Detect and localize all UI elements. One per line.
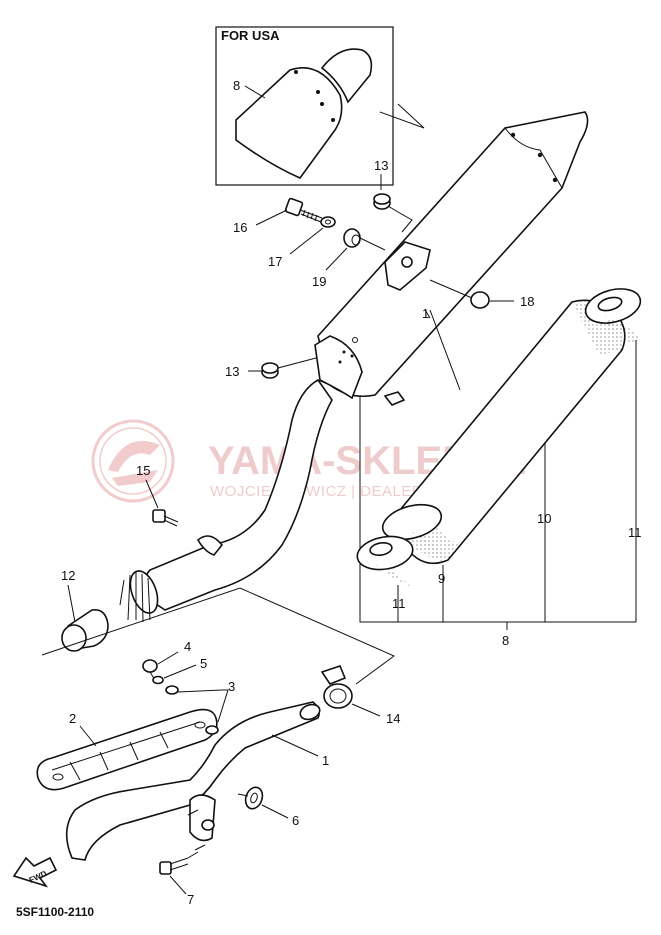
collar-13-mid: [261, 357, 317, 379]
heat-shield-2: [36, 708, 218, 791]
callout-13-mid: 13: [225, 364, 239, 379]
bolt-7: [159, 851, 199, 895]
callout-15: 15: [136, 463, 150, 478]
usa-inset: FOR USA 8: [215, 26, 425, 186]
bolt-18: [429, 279, 490, 309]
callout-12: 12: [61, 568, 75, 583]
callout-16: 16: [233, 220, 247, 235]
bolt-16: [284, 197, 323, 223]
callout-4: 4: [184, 639, 191, 654]
callout-11-right: 11: [628, 525, 642, 540]
clamp-14: [320, 665, 381, 717]
callout-9: 9: [438, 571, 445, 586]
callout-7: 7: [187, 892, 194, 907]
exhaust-pipe-body: [65, 701, 320, 861]
usa-inset-title: FOR USA: [221, 28, 280, 43]
callout-3: 3: [228, 679, 235, 694]
washer-5: [152, 664, 197, 685]
bolt-4: [142, 651, 179, 681]
grommet-19: [343, 228, 386, 251]
bolt-15: [145, 479, 179, 527]
reference-code: 5SF1100-2110: [16, 905, 94, 919]
gasket-6: [237, 786, 289, 819]
exhaust-pipe: [65, 701, 321, 861]
usa-muffler-tip: [235, 66, 343, 179]
end-cap-left: [356, 503, 445, 588]
callout-13-top: 13: [374, 158, 388, 173]
mid-pipe: [119, 378, 333, 623]
washers-3: [165, 685, 229, 735]
fwd-arrow: FWD: [12, 856, 58, 888]
callout-18: 18: [520, 294, 534, 309]
callout-5: 5: [200, 656, 207, 671]
lower-group-outline: [41, 587, 395, 685]
callout-11-left: 11: [392, 596, 406, 611]
callout-1-main: 1: [422, 306, 429, 321]
fasteners: 13 16 17 19 18: [225, 158, 534, 379]
collar-13-top: [373, 193, 413, 233]
gasket-12: [61, 584, 109, 652]
callout-6: 6: [292, 813, 299, 828]
muffler-insert-group: 9 10 11 11 8: [356, 288, 642, 648]
callout-8-group: 8: [502, 633, 509, 648]
washer-17: [320, 216, 336, 228]
end-cap-right: [584, 288, 642, 342]
callout-19: 19: [312, 274, 326, 289]
callout-17: 17: [268, 254, 282, 269]
callout-10: 10: [537, 511, 551, 526]
callout-1-pipe: 1: [322, 753, 329, 768]
muffler-assembly: [314, 111, 589, 406]
callout-8-usa: 8: [233, 78, 240, 93]
callout-2: 2: [69, 711, 76, 726]
watermark-logo: [91, 419, 175, 503]
callout-14: 14: [386, 711, 400, 726]
